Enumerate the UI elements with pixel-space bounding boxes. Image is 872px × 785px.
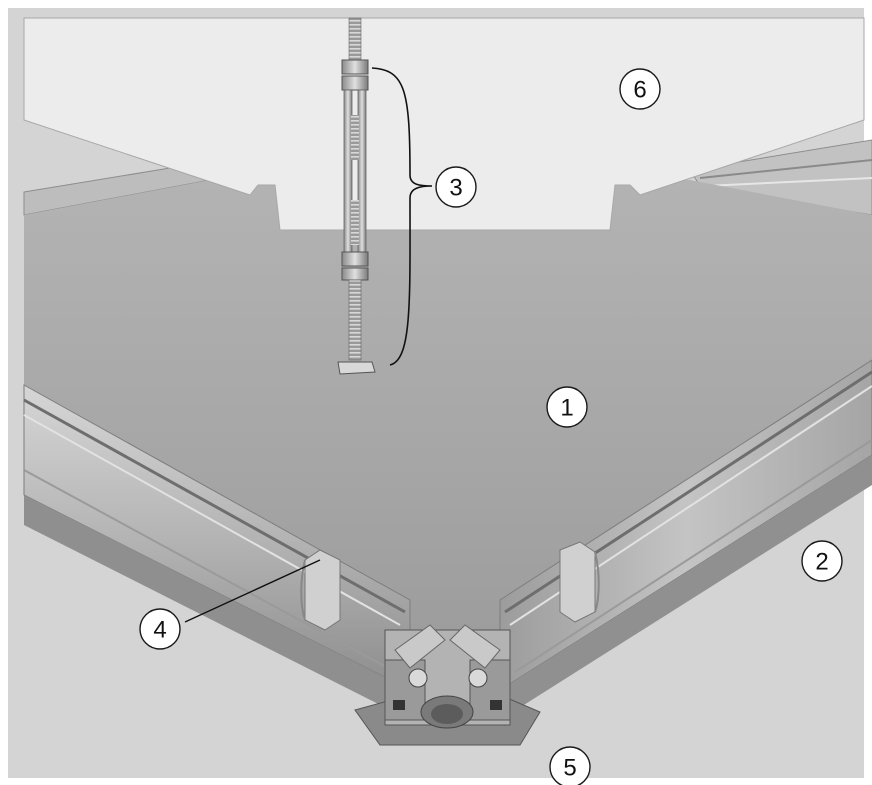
spring-clip-right xyxy=(559,541,600,623)
ceiling-panel xyxy=(24,180,872,690)
callout-circle xyxy=(619,68,661,110)
callout-circle xyxy=(435,166,477,208)
hanger-bracket xyxy=(371,67,433,366)
corner-connector xyxy=(354,624,541,746)
clip-leader-line xyxy=(184,559,321,623)
callout-label: 6 xyxy=(633,77,646,104)
callout-6: 6 xyxy=(619,68,661,110)
callout-2: 2 xyxy=(801,540,843,582)
callout-circle xyxy=(139,608,181,650)
callout-label: 3 xyxy=(449,175,462,202)
callout-1: 1 xyxy=(546,386,588,428)
callout-4: 4 xyxy=(139,608,181,650)
spring-clip-left xyxy=(300,549,341,631)
callout-circle xyxy=(549,746,591,785)
callout-label: 4 xyxy=(153,617,166,644)
callout-label: 2 xyxy=(815,549,828,576)
callout-5: 5 xyxy=(549,746,591,785)
callout-3: 3 xyxy=(435,166,477,208)
callout-label: 5 xyxy=(563,755,576,782)
callout-circle xyxy=(801,540,843,582)
ceiling-slab xyxy=(23,17,865,231)
callout-circle xyxy=(546,386,588,428)
rail-back-right xyxy=(689,139,872,216)
rail-front-right-lip xyxy=(500,455,872,720)
callout-label: 1 xyxy=(560,395,573,422)
suspension-hanger xyxy=(337,17,376,375)
